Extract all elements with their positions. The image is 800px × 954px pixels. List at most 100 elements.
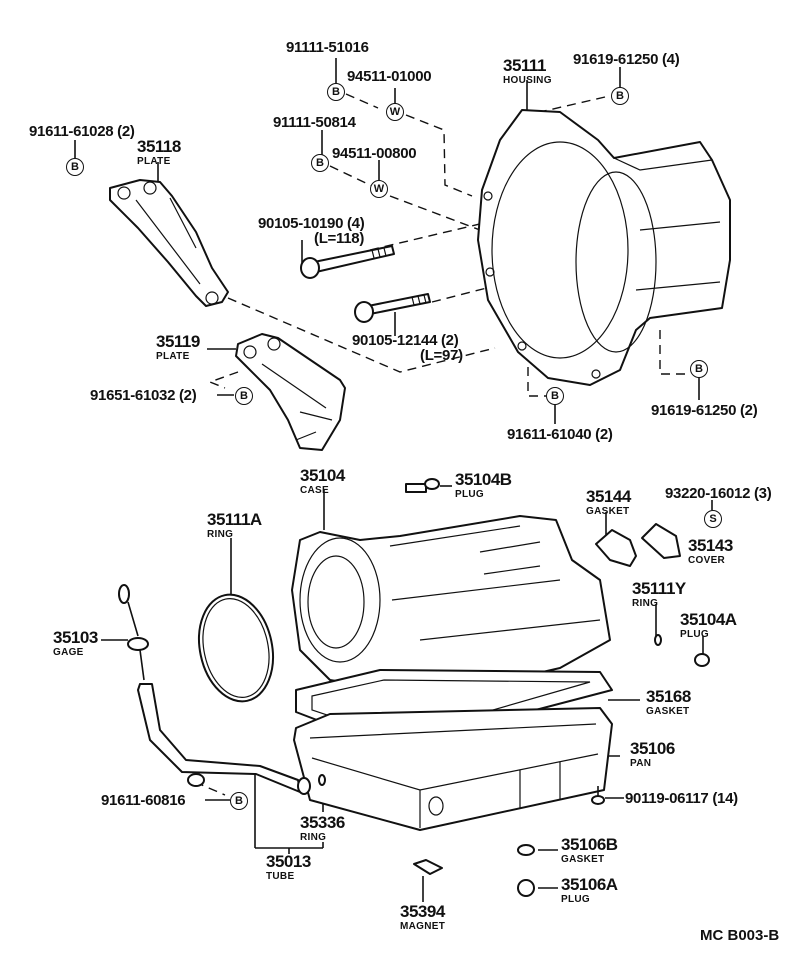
label-91619-61250-4: 91619-61250 (4) [573,51,680,68]
part-number: 35104B [455,470,512,489]
bolt-90105-12144 [354,293,431,323]
part-name: GASKET [561,854,605,865]
screw-symbol-icon: S [704,510,722,528]
part-number: 35119 [156,332,200,351]
diagram-code: MC B003-B [700,927,780,944]
part-name: PLUG [455,489,484,500]
part-number: 35104 [300,466,345,485]
label-90105-10190: 90105-10190 (4) [258,215,365,232]
gasket-35144 [595,529,637,567]
bolt-90105-10190 [300,245,395,279]
plug-35106A [517,879,535,897]
part-number: 35118 [137,137,181,156]
part-name: PAN [630,758,652,769]
tube-35013 [137,683,311,795]
gasket-35106B [517,844,535,856]
ring-35336 [318,774,326,786]
label-91619-61250-2: 91619-61250 (2) [651,402,758,419]
part-number: 35143 [688,536,733,555]
part-number: 35103 [53,628,98,647]
washer-symbol-icon: W [386,103,404,121]
ring-35111Y [654,634,662,646]
part-number: 35013 [266,852,311,871]
plug-35104B [405,478,440,493]
label-length-118: (L=118) [314,230,365,247]
magnet-35394 [413,859,443,875]
part-name: GASKET [646,706,690,717]
label-90119-06117: 90119-06117 (14) [625,790,738,807]
part-name: PLATE [137,156,171,167]
part-name: PLATE [156,351,190,362]
part-number: 35168 [646,687,691,706]
part-name: TUBE [266,871,295,882]
bolt-symbol-icon: B [690,360,708,378]
bolt-symbol-icon: B [235,387,253,405]
label-91651-61032: 91651-61032 (2) [90,387,197,404]
bolt-symbol-icon: B [546,387,564,405]
bolt-symbol-icon: B [611,87,629,105]
part-number: 35144 [586,487,631,506]
part-number: 35336 [300,813,345,832]
bolt-90119-06117 [591,786,605,805]
part-number: 35111A [207,510,262,529]
part-name: MAGNET [400,921,446,932]
part-name: RING [300,832,327,843]
label-91611-61040: 91611-61040 (2) [507,426,613,443]
part-name: COVER [688,555,726,566]
bolt-symbol-icon: B [327,83,345,101]
cover-35143 [641,523,681,559]
pan-35106 [293,707,613,831]
label-91111-51016: 91111-51016 [286,39,369,56]
part-name: PLUG [561,894,590,905]
part-name: GASKET [586,506,630,517]
part-number: 35106B [561,835,618,854]
part-name: HOUSING [503,75,552,86]
part-name: RING [632,598,659,609]
label-91111-50814: 91111-50814 [273,114,356,131]
plug-35104A [694,653,710,667]
bolt-symbol-icon: B [230,792,248,810]
plate-35118 [109,179,229,307]
part-number: 35111Y [632,579,686,598]
label-91611-61028: 91611-61028 (2) [29,123,135,140]
label-91611-60816: 91611-60816 [101,792,186,809]
label-90105-12144: 90105-12144 (2) [352,332,459,349]
label-94511-01000: 94511-01000 [347,68,432,85]
part-number: 35104A [680,610,737,629]
part-name: PLUG [680,629,709,640]
part-name: GAGE [53,647,84,658]
housing-35111 [477,109,731,386]
gage-35103 [118,584,149,681]
part-name: RING [207,529,234,540]
part-number: 35111 [503,56,546,75]
label-94511-00800: 94511-00800 [332,145,417,162]
part-name: CASE [300,485,329,496]
plate-35119 [235,333,346,451]
case-35104 [291,515,611,701]
ring-35111A [198,593,274,703]
bolt-symbol-icon: B [311,154,329,172]
washer-symbol-icon: W [370,180,388,198]
label-93220-16012: 93220-16012 (3) [665,485,772,502]
label-length-97: (L=97) [420,347,463,364]
